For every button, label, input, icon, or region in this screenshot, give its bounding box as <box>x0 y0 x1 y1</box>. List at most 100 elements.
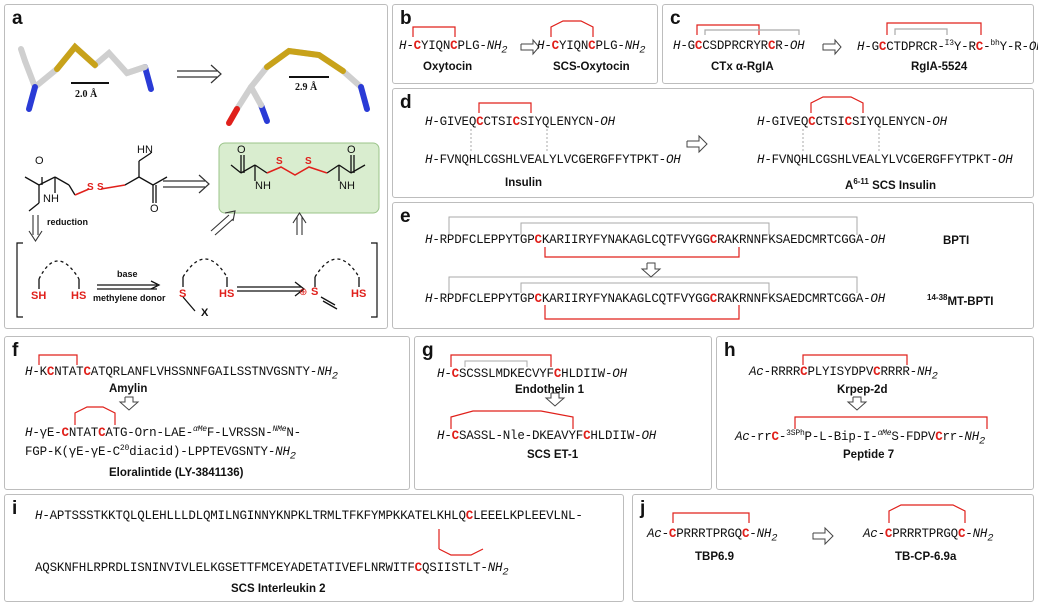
panel-j: j Ac-CPRRRTPRGQC-NH2 Ac-CPRRRTPRGQC-NH2 … <box>632 494 1034 602</box>
ctx-rgia-name: CTx α-RgIA <box>711 61 774 73</box>
disulfide-model-1 <box>18 42 154 112</box>
panel-b-label: b <box>400 8 412 29</box>
intermediate-s: S <box>179 288 187 300</box>
scs-insulin-name: A6-11 SCS Insulin <box>845 177 936 192</box>
tb-cp-69a-name: TB-CP-6.9a <box>895 551 957 563</box>
il2-seq-line2: AQSKNFHLRPRDLISNINVIVLELKGSETTFMCEYADETA… <box>35 561 509 579</box>
sulfonium-hs: HS <box>351 288 367 300</box>
krpep-name: Krpep-2d <box>837 384 888 396</box>
sulfonium-s: S <box>311 286 319 298</box>
panel-h: h Ac-RRRRCPLYISYDPVCRRRR-NH2 Krpep-2d Ac… <box>716 336 1034 490</box>
il2-name: SCS Interleukin 2 <box>231 583 326 595</box>
conversion-arrow-1 <box>177 64 222 84</box>
label-s-2: S <box>97 182 104 193</box>
panel-f: f H-KCNTATCATQRLANFLVHSSNNFGAILSSTNVGSNT… <box>4 336 410 490</box>
scs-oxytocin-seq: H-CYIQNCPLG-NH2 <box>537 39 646 57</box>
distance-label-1: 2.0 Å <box>75 89 98 100</box>
panel-g: g H-CSCSSLMDKECVYFCHLDIIW-OH Endothelin … <box>414 336 712 490</box>
panel-a-label: a <box>12 8 23 29</box>
reduction-label: reduction <box>47 217 89 227</box>
peptide7-seq: Ac-rrC-3SPhP-L-Bip-I-αMeS-FDPVCrr-NH2 <box>735 429 986 448</box>
oxytocin-seq: H-CYIQNCPLG-NH2 <box>399 39 508 57</box>
panel-b: b H-CYIQNCPLG-NH2 H-CYIQNCPLG-NH2 Oxytoc… <box>392 4 658 84</box>
scs-et1-name: SCS ET-1 <box>527 449 579 461</box>
bpti-name: BPTI <box>943 235 970 247</box>
conversion-arrow-2 <box>163 174 210 194</box>
thiol-hs: HS <box>71 290 87 302</box>
panel-e-bridges <box>448 216 858 320</box>
amylin-seq: H-KCNTATCATQRLANFLVHSSNNFGAILSSTNVGSNTY-… <box>25 365 338 383</box>
panel-b-bridges <box>412 20 594 56</box>
peptide7-name: Peptide 7 <box>843 449 895 461</box>
panel-i: i H-APTSSSTKKTQLQLEHLLLDLQMILNGINNYKNPKL… <box>4 494 624 602</box>
mt-bpti-seq: H-RPDFCLEPPYTGPCKARIIRYFYNAKAGLCQTFVYGGC… <box>425 292 886 306</box>
panel-g-label: g <box>422 340 434 361</box>
intermediate-bracket <box>16 242 378 318</box>
panel-a-drawing <box>16 42 380 318</box>
base-label: base <box>117 269 138 279</box>
label-s-1: S <box>87 182 94 193</box>
panel-i-label: i <box>12 498 18 519</box>
scs-insulin-b-chain: H-FVNQHLCGSHLVEALYLVCGERGFFYTPKT-OH <box>757 153 1013 167</box>
ctx-rgia-seq: H-GCCSDPRCRYRCR-OH <box>673 39 805 53</box>
panel-e-label: e <box>400 206 411 227</box>
sulfonium-plus-icon: ⊕ <box>299 287 308 298</box>
panel-h-label: h <box>724 340 736 361</box>
label-s-4: S <box>305 156 312 167</box>
thioacetal-model-2 <box>226 47 370 126</box>
panel-d-label: d <box>400 92 412 113</box>
disulfide-structure <box>24 152 168 212</box>
insulin-b-chain: H-FVNQHLCGSHLVEALYLVCGERGFFYTPKT-OH <box>425 153 681 167</box>
panel-e: e H-RPDFCLEPPYTGPCKARIIRYFYNAKAGLCQTFVYG… <box>392 202 1034 329</box>
panel-i-bridges <box>438 529 484 556</box>
eloralintide-seq-line2: FGP-K(γE-γE-C20diacid)-LPPTEVGSNTY-NH2 <box>25 444 296 463</box>
tb-cp-69a-seq: Ac-CPRRRTPRGQC-NH2 <box>863 527 994 545</box>
rgia-5524-seq: H-GCCTDPRCR-I3Y-RC-bhY-R-OH <box>857 39 1038 55</box>
insulin-name: Insulin <box>505 177 543 189</box>
bh-superscript: bh <box>990 39 1000 48</box>
panel-d-bridges <box>470 96 880 154</box>
tbp69-name: TBP6.9 <box>695 551 734 563</box>
krpep-seq: Ac-RRRRCPLYISYDPVCRRRR-NH2 <box>749 365 938 383</box>
label-hn-1: HN <box>137 144 153 156</box>
panel-c: c H-GCCSDPRCRYRCR-OH H-GCCTDPRCR-I3Y-RC-… <box>662 4 1038 84</box>
label-o-4: O <box>347 144 356 156</box>
panel-c-label: c <box>670 8 681 29</box>
il2-seq-line1: H-APTSSSTKKTQLQLEHLLLDLQMILNGINNYKNPKLTR… <box>35 509 583 523</box>
oxytocin-name: Oxytocin <box>423 61 473 73</box>
insulin-a-chain: H-GIVEQCCTSICSIYQLENYCN-OH <box>425 115 615 129</box>
label-nh-3: NH <box>339 180 355 192</box>
mt-bpti-name: 14-38MT-BPTI <box>927 293 994 308</box>
reduction-arrow <box>28 215 43 243</box>
panel-f-label: f <box>12 340 19 361</box>
eloralintide-seq-line1: H-γE-CNTATCATG-Orn-LAE-αMeF-LVRSSN-NMeN- <box>25 425 301 441</box>
label-nh-1: NH <box>43 193 59 205</box>
panel-d: d H-GIVEQCCTSICSIYQLENYCN-OH H-FVNQHLCGS… <box>392 88 1034 198</box>
tbp69-seq: Ac-CPRRRTPRGQC-NH2 <box>647 527 778 545</box>
iodotyrosine-superscript: I3 <box>944 39 954 48</box>
panel-h-bridges <box>794 354 988 429</box>
panel-j-label: j <box>640 498 646 519</box>
up-arrow-1 <box>210 210 236 236</box>
endothelin-name: Endothelin 1 <box>515 384 584 396</box>
label-s-3: S <box>276 156 283 167</box>
intermediate-hs: HS <box>219 288 235 300</box>
panel-j-bridges <box>672 504 966 546</box>
scs-insulin-a-chain: H-GIVEQCCTSICSIYQLENYCN-OH <box>757 115 947 129</box>
scs-et1-seq: H-CSASSL-Nle-DKEAVYFCHLDIIW-OH <box>437 429 657 443</box>
label-o-2: O <box>150 203 159 215</box>
panel-a: a <box>4 4 388 329</box>
up-arrow-2 <box>292 211 307 235</box>
leaving-group-x: X <box>201 307 209 319</box>
distance-label-2: 2.9 Å <box>295 82 318 93</box>
thiol-sh: SH <box>31 290 47 302</box>
label-o-3: O <box>237 144 246 156</box>
amylin-name: Amylin <box>109 383 148 395</box>
scs-oxytocin-name: SCS-Oxytocin <box>553 61 630 73</box>
panel-g-bridges <box>450 354 574 429</box>
label-nh-2: NH <box>255 180 271 192</box>
panel-f-bridges <box>38 354 140 425</box>
label-o-1: O <box>35 155 44 167</box>
endothelin-seq: H-CSCSSLMDKECVYFCHLDIIW-OH <box>437 367 627 381</box>
bpti-seq: H-RPDFCLEPPYTGPCKARIIRYFYNAKAGLCQTFVYGGC… <box>425 233 886 247</box>
